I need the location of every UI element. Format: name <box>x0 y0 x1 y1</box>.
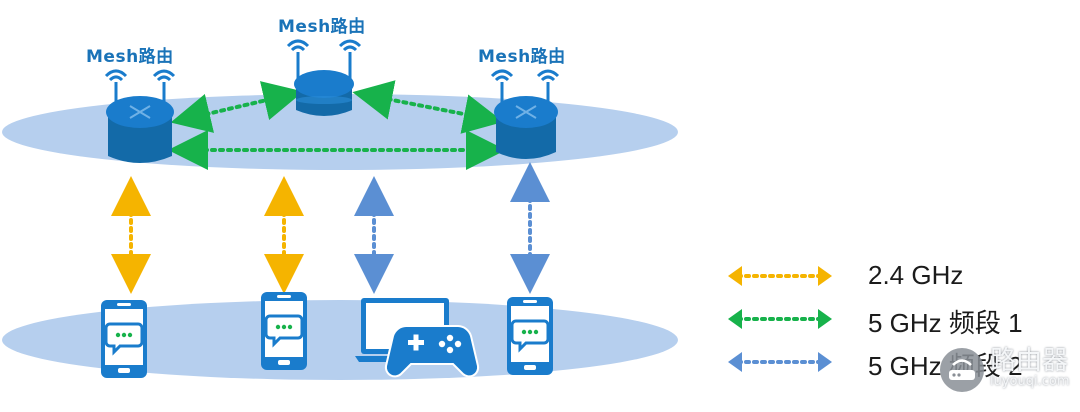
link-5ghz-band1-group <box>168 80 506 170</box>
phone-icon <box>101 300 147 378</box>
link-left-top <box>170 81 304 133</box>
gamepad-icon <box>384 325 480 378</box>
phone-icon <box>507 297 553 375</box>
legend-arrow-5ghz-band1-icon <box>728 309 832 329</box>
watermark-url: luyouqi.com <box>990 374 1070 389</box>
router-icon <box>104 69 176 163</box>
legend-label-5ghz-band1: 5 GHz 频段 1 <box>868 308 1023 338</box>
phone-icon <box>261 292 307 370</box>
legend-arrow-5ghz-band2-icon <box>728 352 832 372</box>
legend-arrow-24ghz-icon <box>728 266 832 286</box>
link-top-right <box>352 80 504 134</box>
watermark-name: 路由器 <box>990 346 1069 376</box>
router-label-top: Mesh路由 <box>272 10 372 39</box>
router-icon <box>286 39 362 116</box>
chat-bubble-icon <box>510 319 550 353</box>
chat-bubble-icon <box>104 322 144 356</box>
router-label-left: Mesh路由 <box>80 40 180 69</box>
legend-item-24ghz: 2.4 GHz <box>726 256 1066 296</box>
watermark: 路由器 luyouqi.com <box>938 338 1070 402</box>
antenna-icon <box>286 39 362 80</box>
chat-bubble-icon <box>264 314 304 348</box>
router-label-right: Mesh路由 <box>472 40 572 69</box>
watermark-router-icon <box>940 348 984 392</box>
router-icon <box>490 69 560 159</box>
legend-item-5ghz-band1: 5 GHz 频段 1 <box>726 299 1066 339</box>
legend-label-24ghz: 2.4 GHz <box>868 260 964 290</box>
